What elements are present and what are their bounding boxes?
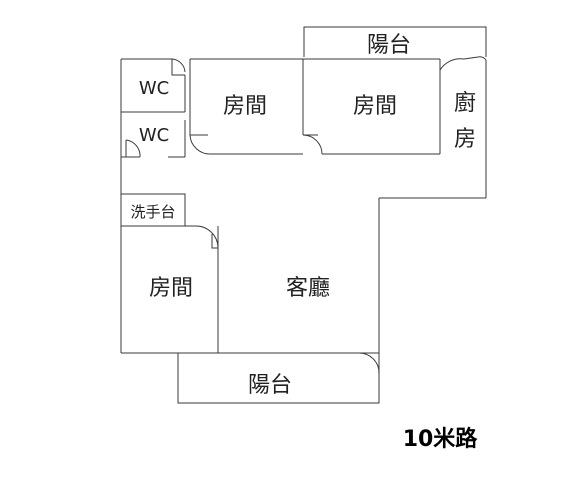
door-kitchen	[439, 56, 487, 71]
bedroom-left-top-label: 房間	[223, 94, 267, 119]
door-bedroom-bottom	[195, 225, 219, 249]
exterior-walls	[120, 58, 487, 354]
wc-upper-label: WC	[139, 78, 169, 99]
bedroom-right-top-label: 房間	[353, 94, 397, 119]
kitchen-label-1: 廚	[454, 91, 476, 116]
doors	[125, 56, 487, 376]
street-label: 10米路	[403, 426, 479, 452]
door-wc-upper	[171, 58, 186, 76]
door-bedroom-left	[189, 134, 212, 155]
balcony-top-label: 陽台	[367, 33, 411, 58]
balcony-bottom-label: 陽台	[248, 373, 292, 398]
sink-label: 洗手台	[130, 203, 175, 221]
kitchen-label-2: 房	[454, 127, 476, 152]
bedroom-bottom-label: 房間	[149, 276, 193, 301]
door-wc-lower	[125, 139, 141, 158]
door-bedroom-right	[302, 134, 323, 155]
interior-walls	[120, 59, 441, 353]
balcony-bottom	[177, 353, 380, 404]
door-balcony-bottom	[351, 352, 380, 376]
balcony-top	[303, 26, 487, 57]
wc-lower-label: WC	[139, 125, 169, 146]
living-room-label: 客廳	[286, 276, 330, 301]
